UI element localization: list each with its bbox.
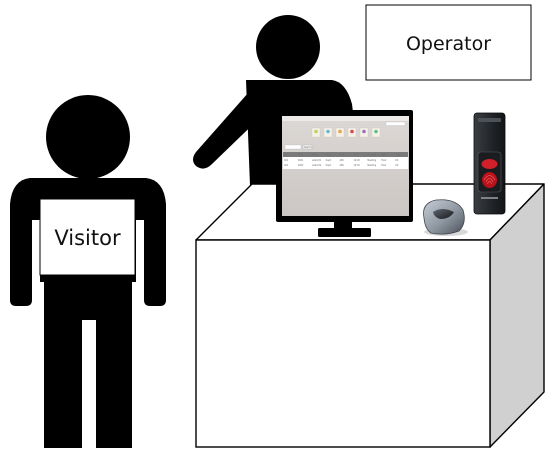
terminal-led-upper: [481, 159, 498, 169]
screen-grid-cell: 0001: [298, 159, 304, 162]
operator-arm: [193, 84, 270, 169]
screen-grid-cell: Host: [381, 164, 386, 167]
visitor-label-box: Visitor: [39, 198, 136, 276]
screen-grid-cell: Meeting: [367, 159, 376, 162]
screen-grid-cell: 0002: [298, 164, 304, 167]
operator-head: [256, 15, 320, 79]
screen-grid-header-cell: Host: [381, 154, 386, 157]
screen-grid-header-cell: No.: [284, 154, 288, 157]
screen-grid-cell: Meeting: [367, 164, 376, 167]
visitor-head: [46, 95, 130, 179]
screen-grid-cell: ABC: [340, 159, 345, 162]
screen-module-tiles: [311, 127, 381, 138]
screen-grid-cell: 001: [284, 159, 289, 162]
screen-grid-cell: 002: [284, 164, 289, 167]
screen-toolbar: [282, 116, 409, 121]
terminal-fingerprint-window: [482, 172, 497, 188]
operator-label: Operator: [406, 33, 491, 55]
terminal-fingerprint-ridges: [483, 175, 496, 185]
screen-grid-cell: 10:00: [353, 159, 360, 162]
screen-search-field: [385, 121, 406, 126]
screen-grid-cell: Dept.: [326, 164, 332, 167]
screen-grid-header: [283, 152, 408, 157]
screen-grid-cell: OK: [395, 164, 399, 167]
screen-grid-cell: Dept.: [326, 159, 332, 162]
screen-grid-body: [283, 157, 408, 169]
terminal-top-strip: [478, 118, 501, 122]
screen-grid-header-cell: Dept.: [326, 154, 332, 157]
screen-grid-header-cell: Purpose: [367, 154, 376, 157]
screen-grid-cell: OK: [395, 159, 399, 162]
screen-grid-header-cell: Name: [312, 154, 319, 157]
screen-grid-cell: Host: [381, 159, 386, 162]
screen-grid-header-cell: Status: [395, 154, 403, 157]
visitor-legs: [44, 282, 132, 448]
screen-grid-cell: visitor01: [312, 159, 322, 162]
screen-grid-header-cell: Visit: [340, 154, 345, 157]
desk-front: [195, 239, 491, 448]
desk: [195, 183, 545, 448]
access-terminal-icon: [473, 112, 506, 215]
operator-label-box: Operator: [365, 4, 532, 81]
screen-filter-button: [302, 144, 313, 150]
screen-grid-header-cell: Card: [298, 154, 304, 157]
screen-filter-field: [284, 144, 302, 150]
scanner-sensor: [433, 209, 454, 219]
screen-grid-cell: 10:30: [353, 164, 360, 167]
screen-grid-header-cell: Time: [353, 154, 359, 157]
monitor-stand-base: [318, 228, 371, 237]
screen-grid-cell: ABC: [340, 164, 345, 167]
terminal-brand-strip: [481, 197, 498, 199]
screen-grid-cell: visitor02: [312, 164, 322, 167]
visitor-label: Visitor: [54, 226, 121, 250]
fingerprint-scanner-icon: [423, 199, 468, 236]
screen-filter-button-label: Search: [304, 146, 312, 149]
